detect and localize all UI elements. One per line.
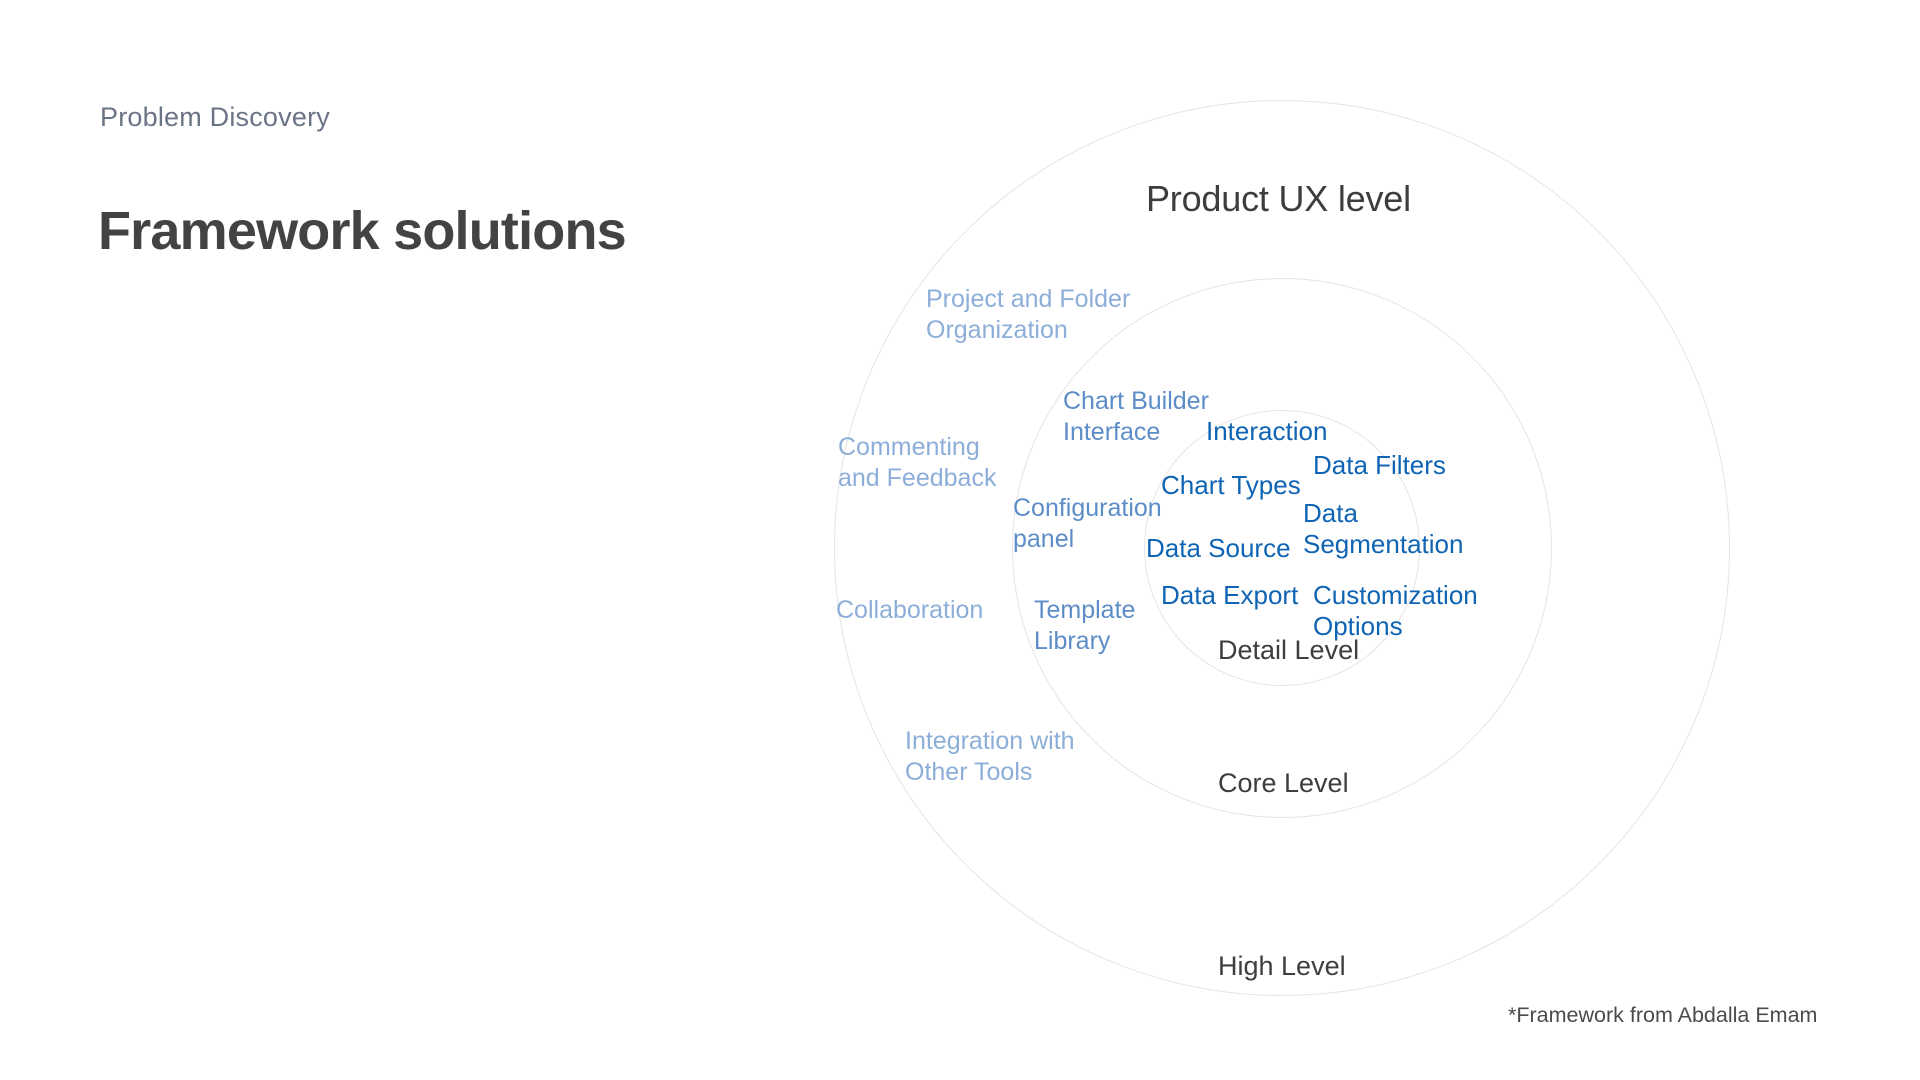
label-customization-options: Customization Options xyxy=(1313,580,1478,641)
label-configuration-panel: Configuration panel xyxy=(1013,494,1162,553)
framework-attribution-footnote: *Framework from Abdalla Emam xyxy=(1508,1003,1818,1027)
label-chart-builder-interface: Chart Builder Interface xyxy=(1063,387,1209,446)
label-commenting-and-feedback: Commenting and Feedback xyxy=(838,433,997,492)
section-eyebrow: Problem Discovery xyxy=(100,102,330,132)
label-data-filters: Data Filters xyxy=(1313,450,1446,480)
caption-core-level: Core Level xyxy=(1218,768,1349,798)
diagram-title: Product UX level xyxy=(1146,178,1411,219)
middle-ring-circle xyxy=(1012,278,1552,818)
outer-ring-circle xyxy=(834,100,1730,996)
caption-detail-level: Detail Level xyxy=(1218,635,1360,665)
label-data-export: Data Export xyxy=(1161,580,1299,610)
label-data-source: Data Source xyxy=(1146,533,1291,563)
caption-high-level: High Level xyxy=(1218,951,1346,981)
page-title: Framework solutions xyxy=(98,201,627,261)
inner-ring-circle xyxy=(1144,410,1420,686)
label-interaction: Interaction xyxy=(1206,416,1328,446)
label-project-and-folder-organization: Project and Folder Organization xyxy=(926,285,1131,344)
label-template-library: Template Library xyxy=(1034,596,1136,655)
label-data-segmentation: Data Segmentation xyxy=(1303,498,1464,559)
label-chart-types: Chart Types xyxy=(1161,470,1301,500)
label-collaboration: Collaboration xyxy=(836,596,984,624)
label-integration-with-other-tools: Integration with Other Tools xyxy=(905,727,1075,786)
